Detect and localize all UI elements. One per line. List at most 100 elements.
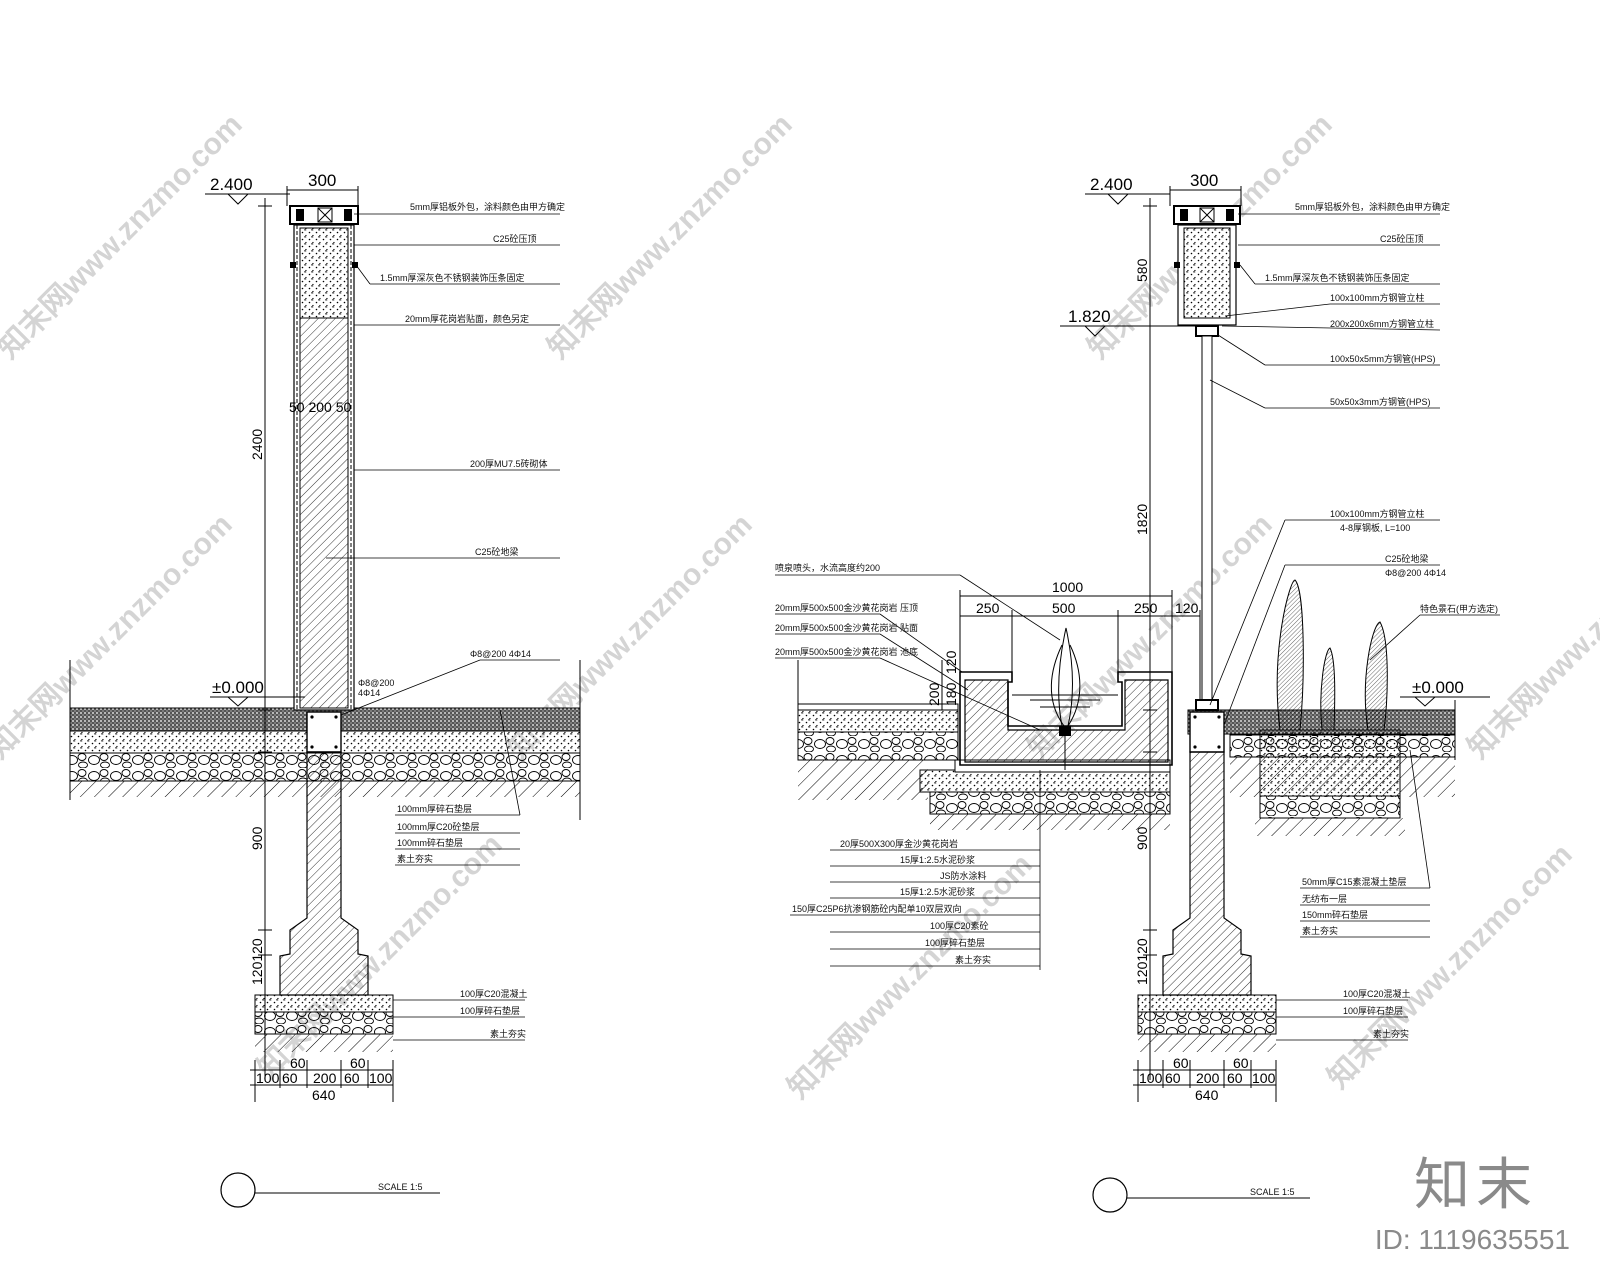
note: 200厚MU7.5砖砌体 (470, 458, 548, 469)
note: 20mm厚花岗岩贴面，颜色另定 (405, 313, 529, 324)
left-dimensions: 300 2.400 2400 900 120120 ±0.000 50 200 … (205, 171, 394, 1103)
note: 素土夯实 (1373, 1028, 1409, 1039)
bottom-dim: 60 (1227, 1070, 1243, 1086)
height-dim: 2400 (249, 429, 265, 460)
pool-part-dim: 250 (976, 600, 1000, 616)
below-dim: 900 (1134, 826, 1150, 850)
pool-layer: 100厚碎石垫层 (925, 937, 985, 948)
bottom-dim: 100 (1252, 1070, 1276, 1086)
bottom-dim: 60 (1165, 1070, 1181, 1086)
stone-note: 特色景石(甲方选定) (1420, 603, 1498, 614)
zero-level-label: ±0.000 (212, 678, 264, 697)
bottom-small-dim: 60 (290, 1055, 306, 1071)
pool-note: 20mm厚500x500金沙黄花岗岩 贴面 (775, 622, 918, 633)
bottom-dim: 60 (344, 1070, 360, 1086)
note: 1.5mm厚深灰色不锈钢装饰压条固定 (380, 272, 525, 283)
right-leaders (775, 213, 1500, 1041)
watermark-text: 知末网www.znzmo.com (542, 108, 799, 365)
pool-layer: 素土夯实 (955, 954, 991, 965)
dim-580: 580 (1134, 258, 1150, 282)
note: 100厚C20混凝土 (1343, 988, 1411, 999)
note: 100x100mm方钢管立柱 (1330, 508, 1425, 519)
pool-height-dim: 180 (943, 682, 959, 706)
pool-note: 20mm厚500x500金沙黄花岗岩 压顶 (775, 602, 918, 613)
note: C25砼地梁 (1385, 553, 1429, 564)
note: 无纺布一层 (1302, 893, 1347, 904)
pool-layer: 100厚C20素砼 (930, 920, 989, 931)
note: 1.5mm厚深灰色不锈钢装饰压条固定 (1265, 272, 1410, 283)
bottom-small-dim: 60 (350, 1055, 366, 1071)
inner-dims: 50 200 50 (289, 399, 351, 415)
pool-layer: 15厚1:2.5水泥砂浆 (900, 886, 975, 897)
note: 素土夯实 (490, 1028, 526, 1039)
top-width-dim: 300 (1190, 171, 1218, 190)
rebar-label-1: Φ8@200 (358, 678, 394, 688)
footing-dim: 120120 (249, 938, 265, 985)
pool-height-dim: 120 (943, 650, 959, 674)
note: 200x200x6mm方钢管立柱 (1330, 318, 1434, 329)
note: 100x100mm方钢管立柱 (1330, 292, 1425, 303)
bottom-small-dim: 60 (1173, 1055, 1189, 1071)
footing-dim: 120120 (1134, 938, 1150, 985)
note: Φ8@200 4Φ14 (1385, 568, 1446, 578)
bottom-dim: 100 (1139, 1070, 1163, 1086)
note: 100厚碎石垫层 (1343, 1005, 1403, 1016)
right-post (1137, 205, 1277, 1052)
pool-note: 喷泉喷头，水流高度约200 (775, 562, 880, 573)
pool-layer: 20厚500X300厚金沙黄花岗岩 (840, 838, 958, 849)
bottom-total-dim: 640 (1195, 1087, 1219, 1103)
right-scale-marker: SCALE 1:5 (1092, 1177, 1310, 1213)
bottom-dim: 100 (256, 1070, 280, 1086)
pool-height-dim: 200 (926, 682, 942, 706)
pool-part-dim: 250 (1134, 600, 1158, 616)
pool-total-dim: 1000 (1052, 579, 1083, 595)
note: 100mm厚C20砼垫层 (397, 821, 480, 832)
pool-note: 20mm厚500x500金沙黄花岗岩 池底 (775, 646, 918, 657)
note: C25砼地梁 (475, 546, 519, 557)
pool-layer: 150厚C25P6抗渗钢筋砼内配单10双层双向 (792, 903, 962, 914)
below-dim: 900 (249, 826, 265, 850)
note: Φ8@200 4Φ14 (470, 649, 531, 659)
note: 100x50x5mm方钢管(HPS) (1330, 353, 1436, 364)
rebar-label-2: 4Φ14 (358, 688, 380, 698)
note: 5mm厚铝板外包，涂料颜色由甲方确定 (410, 201, 565, 212)
note: 100厚碎石垫层 (460, 1005, 520, 1016)
brand-id: ID: 1119635551 (1374, 1224, 1570, 1255)
right-section: 300 2.400 1.820 580 1820 900 120120 ±0.0… (775, 171, 1500, 1213)
bottom-small-dim: 60 (1233, 1055, 1249, 1071)
note: 100厚C20混凝土 (460, 988, 528, 999)
bottom-dim: 200 (1196, 1070, 1220, 1086)
top-level-label: 2.400 (210, 175, 253, 194)
watermark-text: 知末网www.znzmo.com (0, 108, 249, 365)
watermark-text: 知末网www.znzmo.com (1462, 508, 1600, 765)
note: 100mm碎石垫层 (397, 837, 463, 848)
left-notes (326, 213, 560, 1041)
note: 150mm碎石垫层 (1302, 909, 1368, 920)
note: 素土夯实 (397, 853, 433, 864)
scale-label: SCALE 1:5 (378, 1182, 423, 1192)
note: 50mm厚C15素混凝土垫层 (1302, 876, 1407, 887)
bottom-dim: 200 (313, 1070, 337, 1086)
left-wall (254, 205, 394, 1052)
top-width-dim: 300 (308, 171, 336, 190)
note: C25砼压顶 (493, 233, 537, 244)
brand-logo: 知末 (1414, 1153, 1538, 1218)
pool-gap-dim: 120 (1175, 600, 1199, 616)
right-ground (797, 579, 1456, 836)
zero-level-label: ±0.000 (1412, 678, 1464, 697)
left-scale-marker: SCALE 1:5 (220, 1172, 440, 1208)
top-level-label: 2.400 (1090, 175, 1133, 194)
note: 100mm厚碎石垫层 (397, 803, 472, 814)
note: 4-8厚钢板, L=100 (1340, 522, 1410, 533)
note: 50x50x3mm方钢管(HPS) (1330, 396, 1431, 407)
left-section: 300 2.400 2400 900 120120 ±0.000 50 200 … (69, 171, 581, 1208)
bottom-dim: 100 (369, 1070, 393, 1086)
note: 5mm厚铝板外包，涂料颜色由甲方确定 (1295, 201, 1450, 212)
bottom-total-dim: 640 (312, 1087, 336, 1103)
pool-layer: JS防水涂料 (940, 870, 987, 881)
mid-level-label: 1.820 (1068, 307, 1111, 326)
right-pool (919, 627, 1173, 830)
dim-1820: 1820 (1134, 504, 1150, 535)
note: 素土夯实 (1302, 925, 1338, 936)
scale-label: SCALE 1:5 (1250, 1187, 1295, 1197)
